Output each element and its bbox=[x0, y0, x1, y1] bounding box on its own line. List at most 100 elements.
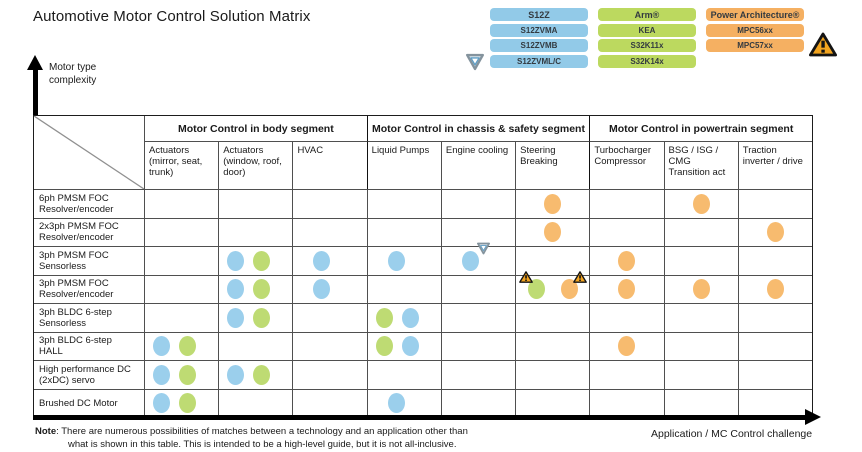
dot-orange bbox=[692, 193, 710, 214]
matrix-cell bbox=[737, 303, 812, 332]
dot-blue bbox=[153, 336, 170, 357]
matrix-cell bbox=[218, 331, 293, 360]
matrix-cell bbox=[366, 217, 441, 246]
dot-blue bbox=[227, 307, 245, 328]
matrix-cell bbox=[292, 246, 367, 275]
dot-blue bbox=[313, 250, 331, 271]
matrix-cell bbox=[663, 360, 738, 389]
dot-blue bbox=[227, 364, 245, 385]
matrix-cell bbox=[515, 271, 590, 303]
dot-orange bbox=[544, 193, 562, 214]
matrix-cell bbox=[589, 274, 664, 303]
warning-triangle-icon bbox=[572, 271, 587, 284]
dot-orange bbox=[560, 271, 587, 300]
matrix-cell bbox=[515, 331, 590, 360]
y-axis-arrowhead-icon bbox=[27, 55, 43, 70]
matrix-cell bbox=[737, 189, 812, 218]
legend-item: S12ZVML/C bbox=[466, 53, 588, 70]
dot-green bbox=[179, 393, 196, 414]
legend-chip-s12zvml-c: S12ZVML/C bbox=[490, 54, 588, 68]
matrix-cell bbox=[218, 360, 293, 389]
column-header-liquid-pumps: Liquid Pumps bbox=[366, 141, 441, 189]
matrix-cell bbox=[663, 303, 738, 332]
safety-shield-icon bbox=[466, 53, 484, 70]
matrix-cell bbox=[144, 388, 219, 417]
matrix-cell bbox=[218, 189, 293, 218]
legend-item: KEA bbox=[598, 23, 696, 37]
matrix-cell bbox=[366, 303, 441, 332]
matrix-cell bbox=[589, 246, 664, 275]
column-header-traction: Traction inverter / drive bbox=[737, 141, 812, 189]
footnote-prefix: Note bbox=[35, 426, 57, 437]
row-label-brushed-dc-motor: Brushed DC Motor bbox=[34, 388, 144, 418]
matrix-cell bbox=[218, 274, 293, 303]
legend-chip-arm: Arm® bbox=[598, 8, 696, 21]
dot-orange bbox=[618, 279, 636, 300]
legend-chip-mpc57xx: MPC57xx bbox=[706, 39, 804, 52]
matrix-cell bbox=[589, 303, 664, 332]
y-axis-label-line1: Motor type bbox=[49, 62, 97, 73]
legend-item: S12ZVMB bbox=[490, 39, 588, 52]
matrix-cell bbox=[737, 217, 812, 246]
warning-triangle-icon bbox=[809, 32, 837, 57]
row-label-2x3ph-pmsm-foc: 2x3ph PMSM FOC Resolver/encoder bbox=[34, 217, 144, 247]
dot-blue bbox=[227, 250, 245, 271]
legend-chip-s32k11x: S32K11x bbox=[598, 39, 696, 52]
row-label-3ph-pmsm-foc: 3ph PMSM FOC Sensorless bbox=[34, 246, 144, 275]
matrix-cell bbox=[144, 331, 219, 360]
matrix-cell bbox=[663, 217, 738, 246]
dot-blue bbox=[401, 307, 419, 328]
matrix-cell bbox=[292, 303, 367, 332]
footnote-line2: what is shown in this table. This is int… bbox=[68, 438, 457, 450]
matrix-cell bbox=[144, 274, 219, 303]
matrix-cell bbox=[144, 189, 219, 218]
dot-green bbox=[253, 307, 271, 328]
matrix-cell bbox=[589, 189, 664, 218]
column-group-header-motor-control-in-powertrain-segment: Motor Control in powertrain segment bbox=[589, 116, 812, 141]
legend-item: S12Z bbox=[490, 8, 588, 21]
x-axis-label: Application / MC Control challenge bbox=[651, 428, 813, 440]
matrix-cell bbox=[515, 189, 590, 218]
matrix-cell bbox=[663, 388, 738, 417]
matrix-cell bbox=[737, 360, 812, 389]
x-axis-line bbox=[33, 415, 806, 420]
matrix-cell bbox=[366, 274, 441, 303]
matrix-cell bbox=[589, 217, 664, 246]
corner-diagonal-line bbox=[34, 116, 144, 189]
dot-green bbox=[375, 336, 393, 357]
legend-item: S12ZVMA bbox=[490, 23, 588, 37]
matrix-cell bbox=[366, 360, 441, 389]
dot-orange bbox=[766, 222, 784, 243]
matrix-cell bbox=[440, 217, 516, 246]
matrix-cell bbox=[589, 331, 664, 360]
dot-orange bbox=[618, 336, 636, 357]
column-header-hvac: HVAC bbox=[292, 141, 367, 189]
dot-green bbox=[179, 336, 196, 357]
matrix-cell bbox=[589, 360, 664, 389]
row-label-3ph-bldc-6-step: 3ph BLDC 6-step HALL bbox=[34, 331, 144, 361]
matrix-cell bbox=[366, 246, 441, 275]
row-label-high-performance-dc: High performance DC (2xDC) servo bbox=[34, 360, 144, 389]
matrix-cell bbox=[292, 331, 367, 360]
legend-chip-s12z: S12Z bbox=[490, 8, 588, 21]
matrix-cell bbox=[440, 303, 516, 332]
matrix-cell bbox=[663, 189, 738, 218]
page-title: Automotive Motor Control Solution Matrix bbox=[33, 8, 311, 25]
dot-blue bbox=[227, 279, 245, 300]
matrix-cell bbox=[737, 388, 812, 417]
matrix-cell bbox=[663, 246, 738, 275]
matrix-cell bbox=[218, 217, 293, 246]
dot-green bbox=[253, 250, 271, 271]
dot-green bbox=[253, 279, 271, 300]
matrix-cell bbox=[589, 388, 664, 417]
column-header-turbocharger: Turbocharger Compressor bbox=[589, 141, 664, 189]
column-group-header-motor-control-in-chassis-safety-segment: Motor Control in chassis & safety segmen… bbox=[366, 116, 590, 141]
matrix-cell bbox=[366, 388, 441, 417]
dot-orange bbox=[692, 279, 710, 300]
matrix-cell bbox=[292, 189, 367, 218]
legend-chip-kea: KEA bbox=[598, 23, 696, 37]
legend-item: S32K11x bbox=[598, 39, 696, 52]
matrix-cell bbox=[366, 331, 441, 360]
legend-chip-mpc56xx: MPC56xx bbox=[706, 23, 804, 37]
matrix-cell bbox=[737, 246, 812, 275]
